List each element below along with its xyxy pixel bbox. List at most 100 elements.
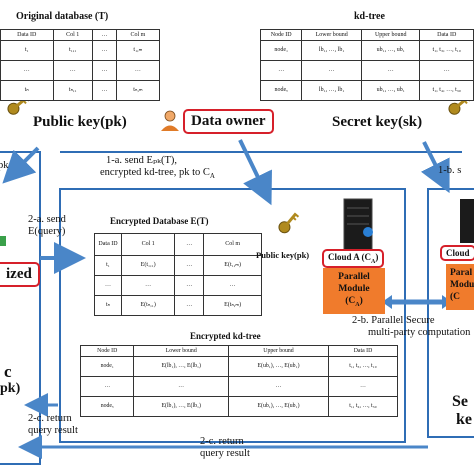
enc-kd-title: Encrypted kd-tree: [190, 331, 261, 341]
table-cell: …: [259, 60, 303, 81]
table-cell: …: [133, 376, 229, 397]
table-cell: lb₁, …, lb₁: [301, 80, 362, 101]
step-2c-bottom-label: 2-c. return query result: [200, 436, 250, 460]
left-pk-label: pk): [0, 381, 21, 396]
module-line3: (CA): [345, 296, 363, 308]
table-cell: ub₁, …, ub₁: [360, 40, 421, 61]
public-key-label: Public key(pk): [33, 114, 127, 130]
table-header: Col 1: [120, 233, 176, 256]
original-db-table: Data ID Col 1 … Col m t₁ t₁,₁ … t₁,ₘ … ……: [0, 29, 161, 101]
step-2a-line1: 2-a. send: [28, 214, 66, 225]
table-cell: …: [419, 60, 474, 81]
authorized-user-box: ized: [0, 262, 40, 287]
table-cell: E(t₁,ₘ): [203, 255, 262, 276]
table-cell: t₁, t₃, …, t₁₀: [328, 356, 398, 377]
step-2c-left-label: 2-c. return query result: [28, 413, 78, 437]
table-cell: …: [115, 60, 161, 81]
cloud-frame: [59, 188, 406, 443]
enc-db-table: Data ID Col 1 … Col m t₁ E(t₁,₁) … E(t₁,…: [94, 233, 262, 316]
arrow-1b: [420, 141, 450, 194]
table-header: Data ID: [419, 29, 474, 41]
table-cell: lb₁, …, lb₁: [301, 40, 362, 61]
arrow-1a: [238, 139, 272, 206]
table-header: Lower bound: [133, 345, 229, 357]
table-header: Col m: [203, 233, 262, 256]
step-2b-label: 2-b. Parallel Secure multi-party computa…: [352, 315, 470, 339]
module-line1: Parallel: [338, 272, 370, 282]
step-2c-bottom-line1: 2-c. return: [200, 436, 244, 447]
table-header: …: [174, 233, 205, 256]
kd-tree-title: kd-tree: [354, 11, 385, 22]
table-header: Data ID: [94, 233, 122, 256]
data-owner-box: Data owner: [183, 109, 274, 134]
table-cell: tₙ: [94, 295, 122, 316]
step-1a-line2: encrypted kd-tree, pk to CA: [100, 167, 215, 182]
module-line2: Module: [338, 284, 370, 294]
table-cell: E(ub₁), …, E(ub₁): [227, 356, 330, 377]
table-cell: node₁: [79, 356, 135, 377]
arrow-pk-to-user: [2, 146, 40, 184]
cloud-a-label: Cloud A (CA): [322, 249, 385, 268]
table-cell: …: [360, 60, 421, 81]
cloud-b-frame: [427, 188, 474, 438]
table-header: Lower bound: [301, 29, 362, 41]
left-c-label: c: [4, 362, 12, 381]
table-cell: E(ub₁), …, E(ub₁): [227, 396, 330, 417]
table-cell: …: [174, 255, 205, 276]
table-header: Data ID: [0, 29, 54, 41]
step-1b-label: 1-b. s: [438, 165, 462, 176]
step-2c-bottom-line2: query result: [200, 448, 250, 459]
right-ke-label: ke: [456, 411, 472, 428]
step-2c-left-line2: query result: [28, 425, 78, 436]
table-cell: …: [94, 275, 122, 296]
table-header: Col 1: [52, 29, 93, 41]
table-cell: …: [91, 80, 117, 101]
table-cell: t₁, t₃, …, t₁₀: [419, 40, 474, 61]
table-cell: E(lb₁), …, E(lb₁): [133, 396, 229, 417]
step-2a-line2: E(query): [28, 226, 66, 237]
table-header: Col m: [115, 29, 161, 41]
table-header: Upper bound: [360, 29, 421, 41]
table-cell: t₁, t₄, …, t₃₀: [328, 396, 398, 417]
table-cell: …: [79, 376, 135, 397]
table-cell: t₁, t₄, …, t₃₀: [419, 80, 474, 101]
table-cell: tₙ: [0, 80, 54, 101]
table-cell: …: [328, 376, 398, 397]
cloud-a-parallel-module[interactable]: Parallel Module (CA): [323, 268, 385, 314]
table-cell: …: [174, 295, 205, 316]
step-1a-text: encrypted kd-tree, pk to C: [100, 167, 210, 178]
cloud-b-parallel-module[interactable]: Paral Modu (C: [446, 264, 474, 310]
user-icon-fragment: [0, 236, 6, 246]
cloud-a-name: Cloud A (C: [328, 252, 372, 262]
table-header: …: [91, 29, 117, 41]
table-cell: …: [91, 40, 117, 61]
table-cell: t₁,ₘ: [115, 40, 161, 61]
original-db-title: Original database (T): [16, 11, 109, 22]
server-icon: [460, 199, 474, 243]
table-cell: nodeₓ: [79, 396, 135, 417]
table-cell: tₙ,ₘ: [115, 80, 161, 101]
table-header: Node ID: [79, 345, 135, 357]
module-line1: Paral: [450, 268, 473, 278]
table-cell: …: [301, 60, 362, 81]
table-cell: …: [227, 376, 330, 397]
table-cell: E(t₁,₁): [120, 255, 176, 276]
step-1a-label: 1-a. send Eₚₖ(T), encrypted kd-tree, pk …: [100, 155, 215, 182]
table-cell: …: [0, 60, 54, 81]
step-2a-label: 2-a. send E(query): [28, 214, 66, 238]
step-2b-line1: 2-b. Parallel Secure: [352, 315, 435, 326]
enc-db-title: Encrypted Database E(T): [110, 216, 209, 226]
cloud-a-public-key: Public key(pk): [256, 250, 310, 260]
pk-left-label: pk: [0, 160, 9, 171]
table-header: Data ID: [328, 345, 398, 357]
cloud-b-label: Cloud: [440, 245, 474, 261]
table-header: Node ID: [259, 29, 303, 41]
table-cell: …: [174, 275, 205, 296]
module-line3-sub: A: [355, 301, 360, 308]
cloud-a-sub: A: [371, 258, 376, 265]
table-cell: nodeₓ: [259, 80, 303, 101]
module-line3: (C: [450, 292, 461, 302]
table-cell: …: [52, 60, 93, 81]
secret-key-label: Secret key(sk): [332, 114, 423, 130]
